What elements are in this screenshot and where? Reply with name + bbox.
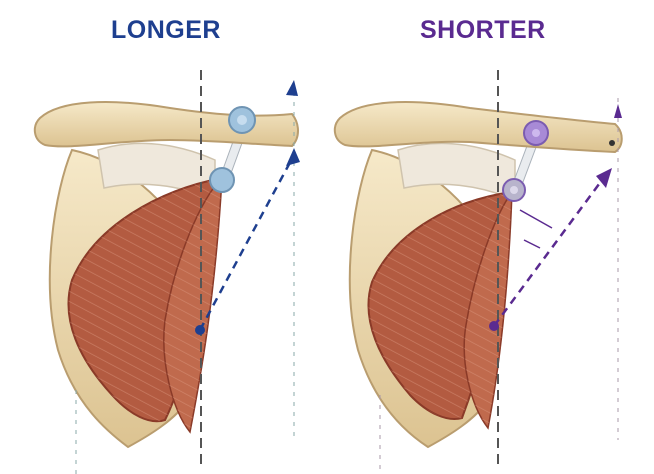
arrowhead-icon <box>286 148 300 166</box>
panel-longer <box>33 70 300 474</box>
length-bracket <box>523 239 541 249</box>
title-shorter: SHORTER <box>420 16 546 44</box>
arrowhead-icon <box>286 80 298 96</box>
length-arrow-right <box>492 175 607 327</box>
length-arrow-left <box>198 154 296 331</box>
panel-shorter <box>333 70 623 474</box>
joint-marker-icon <box>209 167 235 193</box>
insertion-point-left <box>195 325 205 335</box>
length-bracket <box>519 209 553 229</box>
insertion-point-right <box>489 321 499 331</box>
arrowhead-icon <box>596 168 612 188</box>
title-longer: LONGER <box>111 16 221 44</box>
arrowhead-icon <box>614 104 622 118</box>
clavicle-left <box>33 101 299 148</box>
clavicle-right <box>333 101 623 154</box>
